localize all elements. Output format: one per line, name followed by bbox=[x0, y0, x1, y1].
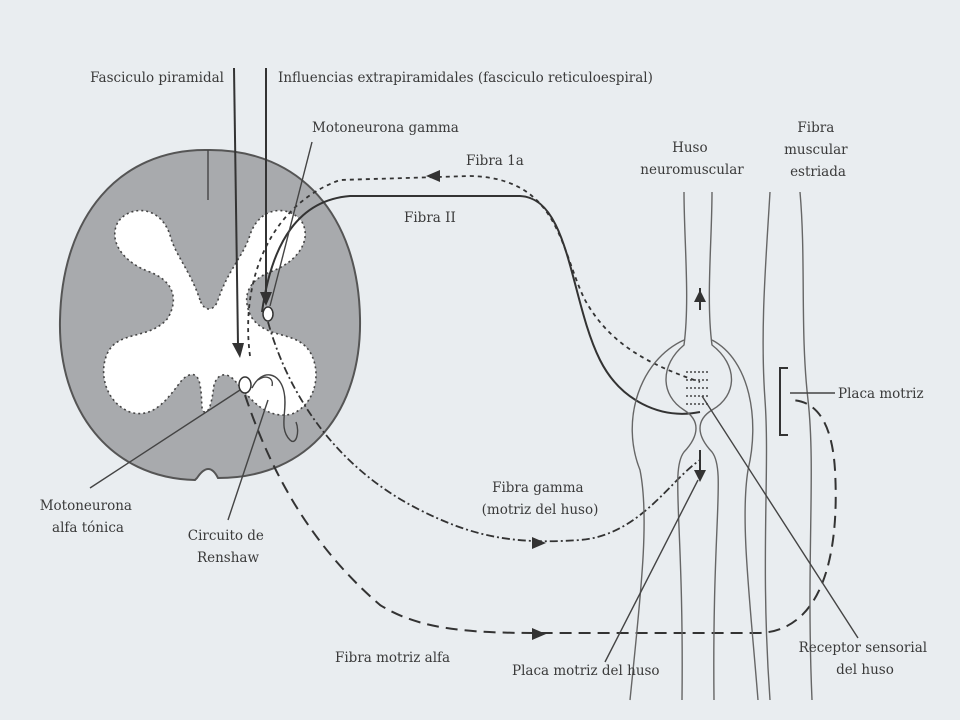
spindle-capsule-right bbox=[711, 339, 759, 701]
label-fasciculo-piramidal: Fasciculo piramidal bbox=[90, 70, 224, 86]
motor-end-plate bbox=[779, 367, 788, 436]
spindle-sensory-coil bbox=[686, 371, 710, 405]
label-influencias-extrapiramidales: Influencias extrapiramidales (fasciculo … bbox=[278, 70, 653, 86]
neuromuscular-spindle bbox=[629, 191, 759, 701]
leader-circuito-renshaw bbox=[227, 399, 269, 521]
label-huso-line1: Huso bbox=[672, 140, 708, 156]
label-fibra-muscular-line2: muscular bbox=[784, 142, 848, 158]
pyramidal-tract-line bbox=[233, 67, 239, 346]
spinal-cord-cross-section bbox=[58, 149, 362, 482]
spindle-left-wall bbox=[665, 191, 697, 701]
label-receptor-line2: del huso bbox=[836, 662, 894, 678]
spindle-lower-arrow bbox=[694, 470, 706, 482]
alpha-motoneuron-cell bbox=[238, 376, 252, 394]
label-fibra-gamma-line1: Fibra gamma bbox=[492, 480, 583, 496]
label-placa-motriz: Placa motriz bbox=[838, 386, 924, 402]
label-renshaw-line1: Circuito de bbox=[188, 528, 264, 544]
fibra-1a-arrow bbox=[426, 170, 440, 182]
muscle-fiber-right-edge bbox=[799, 191, 813, 701]
spindle-upper-arrow bbox=[694, 290, 706, 302]
fibra-2-path bbox=[261, 195, 701, 415]
leader-placa-motriz-huso bbox=[604, 479, 699, 663]
pyramidal-tract-arrow bbox=[232, 343, 244, 358]
renshaw-interneuron bbox=[257, 376, 273, 387]
muscle-fiber-left-edge bbox=[762, 191, 771, 701]
leader-motoneurona-alfa bbox=[89, 389, 241, 489]
label-receptor-line1: Receptor sensorial bbox=[799, 640, 927, 656]
label-fibra-gamma-line2: (motriz del huso) bbox=[482, 502, 599, 518]
label-motoneurona-alfa-tonica: Motoneurona alfa tónica bbox=[40, 498, 137, 536]
label-fibra-motriz-alfa: Fibra motriz alfa bbox=[335, 650, 450, 666]
label-fibra-2: Fibra II bbox=[404, 210, 456, 226]
label-fibra-muscular-line3: estriada bbox=[790, 164, 846, 180]
spindle-right-wall bbox=[699, 191, 733, 701]
label-receptor-sensorial: Receptor sensorial del huso bbox=[799, 640, 932, 678]
fibra-motriz-alfa-arrow bbox=[532, 628, 546, 640]
label-placa-motriz-del-huso: Placa motriz del huso bbox=[512, 663, 660, 679]
label-fibra-1a: Fibra 1a bbox=[466, 153, 524, 169]
gray-matter-butterfly bbox=[102, 209, 317, 416]
fibra-gamma-arrow bbox=[532, 537, 546, 549]
label-huso-line2: neuromuscular bbox=[640, 162, 744, 178]
spindle-capsule-left bbox=[629, 339, 685, 701]
label-huso-neuromuscular: Huso neuromuscular bbox=[640, 140, 744, 178]
gamma-motoneuron-cell bbox=[262, 306, 274, 322]
leader-motoneurona-gamma bbox=[269, 141, 313, 307]
label-fibra-gamma: Fibra gamma (motriz del huso) bbox=[482, 480, 599, 518]
fibra-gamma-path bbox=[267, 321, 701, 543]
label-motoneurona-alfa-line2: alfa tónica bbox=[52, 520, 124, 536]
renshaw-circuit-loop bbox=[251, 374, 299, 443]
label-renshaw-line2: Renshaw bbox=[197, 550, 260, 566]
label-fibra-muscular-line1: Fibra bbox=[797, 120, 834, 136]
leader-receptor-sensorial bbox=[701, 395, 859, 639]
extrapyramidal-tract-arrow bbox=[260, 292, 272, 306]
label-circuito-renshaw: Circuito de Renshaw bbox=[188, 528, 268, 566]
label-motoneurona-alfa-line1: Motoneurona bbox=[40, 498, 132, 514]
striated-muscle-fiber bbox=[762, 191, 813, 701]
label-fibra-muscular-estriada: Fibra muscular estriada bbox=[784, 120, 852, 180]
fibra-motriz-alfa-path bbox=[244, 394, 837, 634]
label-motoneurona-gamma: Motoneurona gamma bbox=[312, 120, 459, 136]
